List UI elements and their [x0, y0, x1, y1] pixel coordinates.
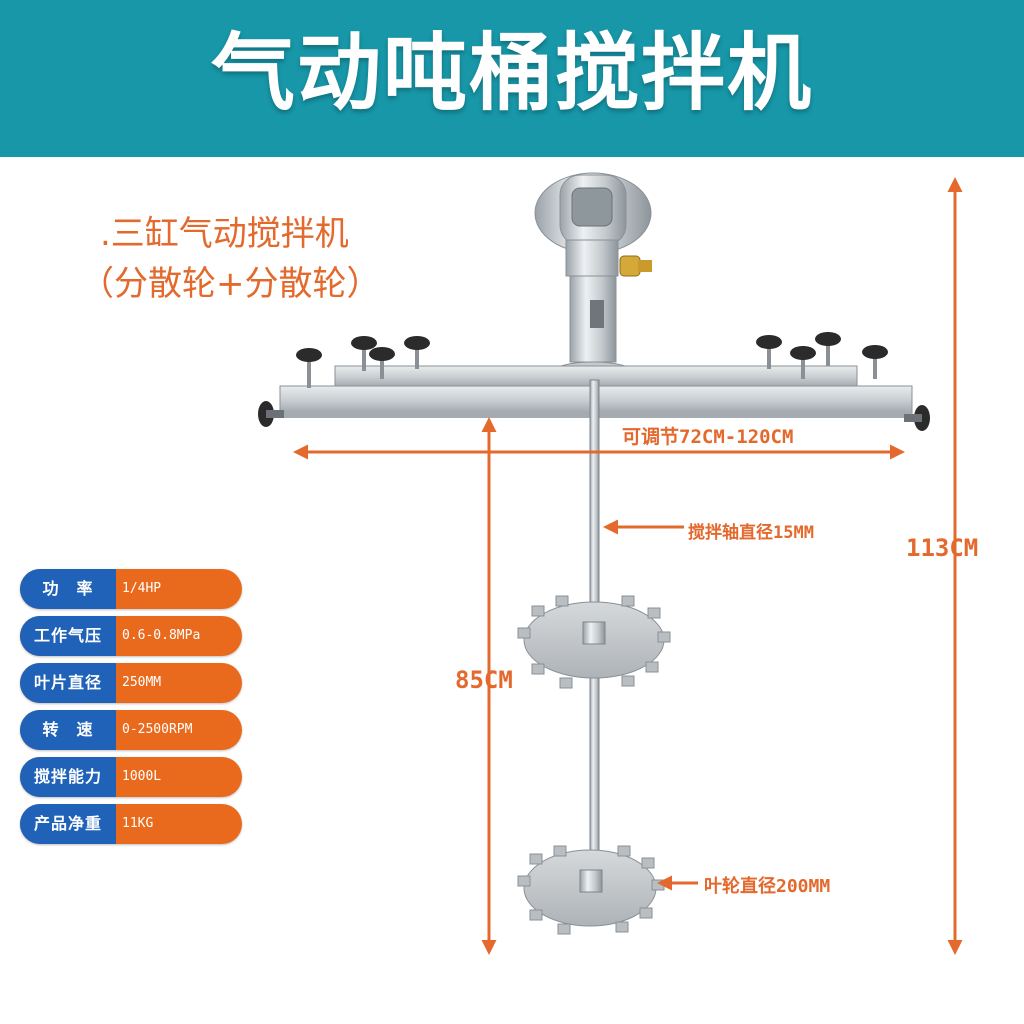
- spec-row-capacity: 搅拌能力 1000L: [20, 757, 242, 797]
- spec-key: 功 率: [20, 569, 116, 609]
- model-name: .三缸气动搅拌机: [100, 214, 349, 254]
- shaft-diameter-label: 搅拌轴直径15MM: [688, 523, 814, 543]
- spec-row-pressure: 工作气压 0.6-0.8MPa: [20, 616, 242, 656]
- upper-impeller: [517, 595, 671, 689]
- motor-head: [534, 172, 652, 383]
- spec-row-power: 功 率 1/4HP: [20, 569, 242, 609]
- impeller-diameter-label: 叶轮直径200MM: [704, 876, 831, 897]
- spec-value: 1/4HP: [122, 581, 162, 596]
- spec-value: 250MM: [122, 675, 162, 690]
- shaft-length-label: 85CM: [455, 666, 513, 694]
- spec-key: 转 速: [20, 710, 116, 750]
- total-height-label: 113CM: [906, 534, 979, 562]
- spec-row-blade-diameter: 叶片直径 250MM: [20, 663, 242, 703]
- spec-row-speed: 转 速 0-2500RPM: [20, 710, 242, 750]
- title-banner: [0, 0, 1024, 157]
- spec-row-net-weight: 产品净重 11KG: [20, 804, 242, 844]
- lower-impeller: [517, 845, 665, 935]
- spec-key: 工作气压: [20, 616, 116, 656]
- spec-value: 0-2500RPM: [122, 722, 193, 737]
- spec-value: 11KG: [122, 816, 154, 831]
- spec-list: 功 率 1/4HP 工作气压 0.6-0.8MPa 叶片直径 250MM 转 速…: [20, 569, 242, 851]
- page-title: 气动吨桶搅拌机: [210, 24, 813, 122]
- spec-value: 0.6-0.8MPa: [122, 628, 201, 643]
- clamp-knobs: [258, 332, 930, 431]
- spec-key: 产品净重: [20, 804, 116, 844]
- model-variant: （分散轮+分散轮）: [80, 264, 381, 304]
- dimension-lines: [293, 177, 963, 955]
- spec-value: 1000L: [122, 769, 162, 784]
- width-adjust-label: 可调节72CM-120CM: [622, 426, 794, 448]
- spec-key: 叶片直径: [20, 663, 116, 703]
- spec-key: 搅拌能力: [20, 757, 116, 797]
